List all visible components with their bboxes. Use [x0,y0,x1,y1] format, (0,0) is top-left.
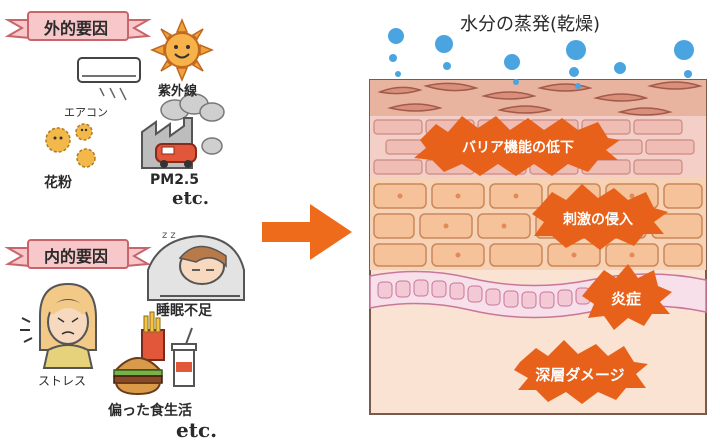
uv-label: 紫外線 [158,84,198,99]
aircon-label: エアコン [64,106,108,119]
pollen-icon [45,123,96,168]
external-banner-label: 外的要因 [44,19,109,38]
inflammation-burst [582,264,672,330]
evaporation-title: 水分の蒸発(乾燥) [460,14,601,35]
damage-label: 深層ダメージ [535,366,624,384]
irritant-label: 刺激の侵入 [563,211,633,228]
irritant-burst [532,184,668,250]
svg-text:z z: z z [162,230,176,241]
water-droplets [388,28,694,89]
external-etc-label: etc. [172,188,209,209]
sleep-label: 睡眠不足 [156,303,212,319]
pm-label: PM2.5 [150,172,199,188]
stressed-person-icon [20,282,97,369]
external-banner [4,11,152,41]
diet-label: 偏った食生活 [108,403,192,419]
damage-burst [514,340,648,404]
inflammation-label: 炎症 [611,290,641,308]
air-conditioner-icon [77,57,141,101]
stress-label: ストレス [38,374,87,388]
sleeping-person-icon: z z [147,230,245,301]
barrier-burst [414,116,620,176]
internal-banner-label: 内的要因 [44,247,109,266]
internal-etc-label: etc. [176,418,218,442]
flow-arrow [262,204,352,260]
barrier-label: バリア機能の低下 [462,139,574,156]
sun-icon [150,18,214,82]
junk-food-icon [113,311,197,396]
internal-banner [4,239,152,269]
pollen-label: 花粉 [44,175,72,191]
factory-smog-icon [141,93,225,169]
